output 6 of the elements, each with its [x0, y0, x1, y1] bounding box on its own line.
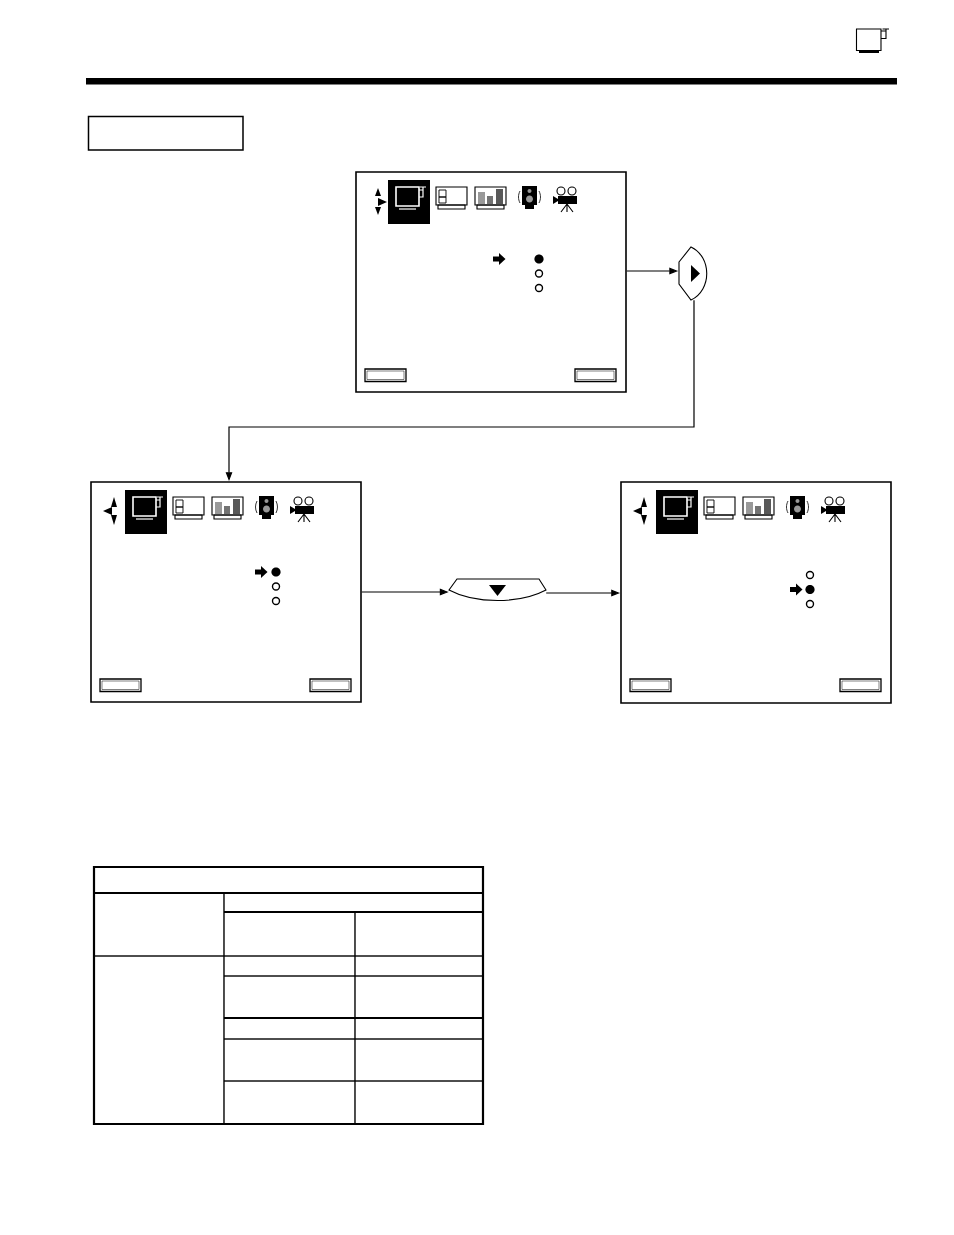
arrow-key-button — [678, 246, 708, 301]
menu-screen — [355, 171, 627, 393]
heading-box — [87, 115, 244, 151]
arrow-key-button — [448, 578, 547, 602]
menu-screen — [620, 481, 892, 704]
menu-screen — [90, 481, 362, 703]
